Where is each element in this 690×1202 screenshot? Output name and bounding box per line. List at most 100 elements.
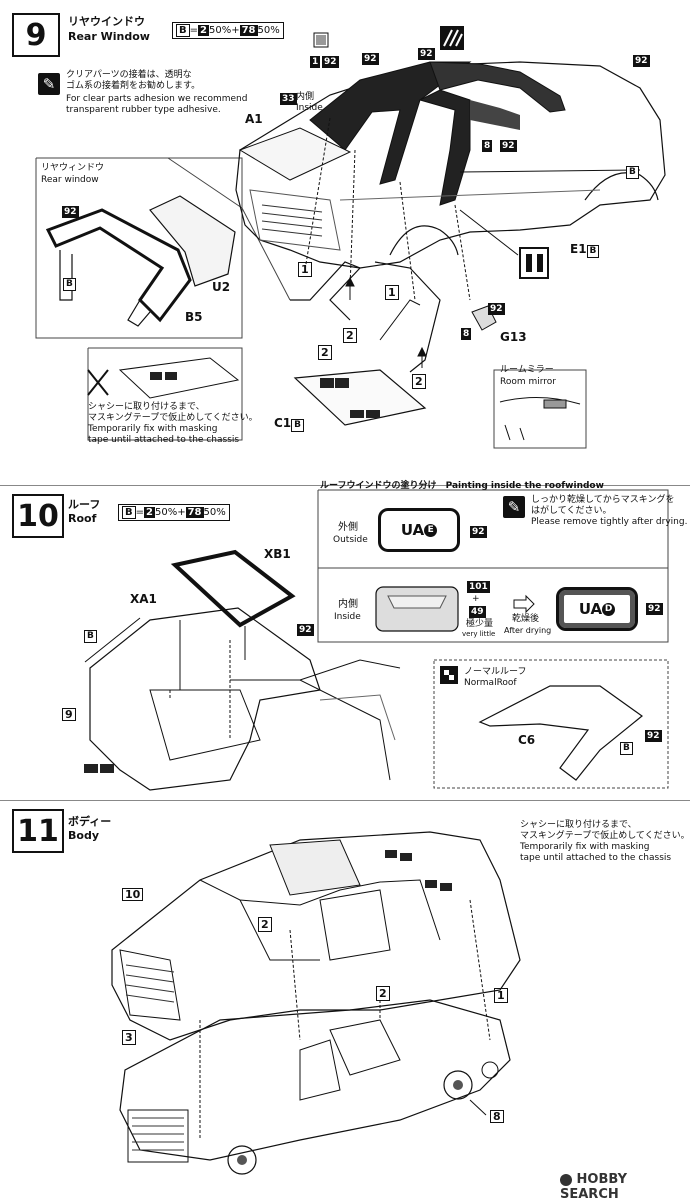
part-c6-label: C6: [518, 733, 536, 747]
watermark-text: HOBBY SEARCH: [560, 1172, 627, 1202]
mask-note-9-jp: シャシーに取り付けるまで、 マスキングテープで仮止めしてください。: [88, 402, 258, 423]
dry-note-en: Please remove tightly after drying.: [531, 517, 688, 527]
very-little-jp: 極少量: [466, 619, 494, 629]
step-ref-1-body: 1: [494, 988, 508, 1003]
hobby-search-icon: [560, 1173, 572, 1186]
outside-jp: 外側: [338, 522, 358, 533]
callout-92-roof10: 92: [297, 624, 314, 636]
part-xb1-label: XB1: [264, 547, 291, 561]
part-e1-text: E1: [570, 242, 587, 256]
dry-note-jp: しっかり乾燥してからマスキングを はがしてください。: [531, 495, 675, 516]
part-b5-label: B5: [185, 310, 203, 324]
painting-roofwindow-title: ルーフウインドウの塗り分け Painting inside the roofwi…: [320, 478, 604, 491]
part-u2-label: U2: [212, 280, 231, 294]
step-9-title-en: Rear Window: [68, 30, 150, 43]
ua-d-mark: D: [602, 603, 616, 616]
ua-d-text: UA: [578, 600, 603, 618]
painting-title-jp: ルーフウインドウの塗り分け: [320, 481, 437, 491]
part-c1-text: C1: [274, 416, 292, 430]
paint-b-mark-10: B: [122, 506, 136, 519]
step-ref-9: 9: [62, 708, 76, 721]
step-ref-2-body: 2: [258, 917, 272, 932]
paint-color-2-10: 2: [144, 507, 155, 518]
hobby-search-watermark: HOBBY SEARCH: [560, 1172, 690, 1202]
room-mirror-jp: ルームミラー: [500, 365, 554, 375]
paint-color-78-10: 78: [185, 507, 204, 518]
painting-title-en: Painting inside the roofwindow: [445, 481, 604, 491]
ua-e-text: UA: [400, 521, 425, 539]
paint-ratio-1: 50%+: [208, 25, 240, 36]
callout-49: 49: [469, 606, 486, 618]
normal-roof-en: NormalRoof: [464, 678, 517, 688]
equals-sign-10: =: [135, 507, 145, 518]
glue-brush-icon: ✎: [38, 73, 60, 95]
part-e1-b: B: [586, 245, 600, 258]
callout-b-roof: B: [84, 630, 97, 643]
step-9-rear-window-drawing: [35, 26, 666, 449]
step-9-number: 9: [12, 13, 60, 57]
inset-rear-window-jp: リヤウィンドウ: [41, 163, 105, 173]
adhesive-note-jp: クリアパーツの接着は、透明な ゴム系の接着剤をお勧めします。: [66, 70, 201, 91]
callout-92-part1: 92: [322, 56, 339, 68]
inside-jp-10: 内側: [338, 599, 358, 610]
inside-en: Inside: [296, 103, 323, 113]
callout-b-body: B: [626, 166, 639, 179]
callout-b-normalroof: B: [620, 742, 633, 755]
after-drying-en: After drying: [504, 626, 552, 635]
step-ref-1b: 1: [385, 285, 399, 300]
room-mirror-en: Room mirror: [500, 377, 557, 387]
part-a1-label: A1: [245, 112, 263, 126]
callout-92-normalroof: 92: [645, 730, 662, 742]
adhesive-note-en: For clear parts adhesion we recommend tr…: [66, 94, 248, 115]
step-11-number: 11: [12, 809, 64, 853]
step-10-number: 10: [12, 494, 64, 538]
mask-note-11-en: Temporarily fix with masking tape until …: [520, 842, 672, 863]
step-ref-8-body: 8: [490, 1110, 504, 1123]
step-10-title-jp: ルーフ: [68, 498, 101, 511]
paint-color-78: 78: [239, 25, 258, 36]
callout-92-inset: 92: [62, 206, 79, 218]
step-ref-3-body: 3: [122, 1030, 136, 1045]
paint-b-mark: B: [176, 24, 190, 37]
outside-en: Outside: [333, 535, 368, 545]
callout-92-mirror: 92: [488, 303, 505, 315]
callout-92-roof: 92: [362, 53, 379, 65]
step-ref-10: 10: [122, 888, 144, 901]
step-11-title-en: Body: [68, 829, 99, 842]
paint-ratio-2: 50%: [257, 25, 280, 36]
step-ref-2-chassis: 2: [376, 986, 390, 1001]
step-ref-2a: 2: [343, 328, 357, 343]
callout-b-inset: B: [63, 278, 76, 291]
mask-note-11-jp: シャシーに取り付けるまで、 マスキングテープで仮止めしてください。: [520, 820, 690, 841]
callout-part-1: 1: [310, 56, 321, 68]
paint-color-2: 2: [198, 25, 209, 36]
divider-9-10: [0, 485, 690, 486]
step-ref-1a: 1: [298, 262, 312, 277]
step-ref-2c: 2: [412, 374, 426, 389]
step-11-title-jp: ボディー: [68, 815, 112, 828]
callout-92-inside: 92: [646, 603, 663, 615]
callout-92-logo: 92: [418, 48, 435, 60]
callout-92-outside: 92: [470, 526, 487, 538]
paint-ratio-2-10: 50%: [203, 507, 226, 518]
brush-icon-dry: ✎: [503, 496, 525, 518]
ua-e-mark: E: [424, 524, 438, 537]
paint-ratio-1-10: 50%+: [154, 507, 186, 518]
step-9-title-jp: リヤウインドウ: [68, 15, 145, 28]
callout-33: 33: [280, 93, 297, 105]
callout-101: 101: [467, 581, 490, 593]
step-ref-2b: 2: [318, 345, 332, 360]
inset-rear-window-en: Rear window: [41, 175, 99, 185]
inside-en-10: Inside: [334, 612, 361, 622]
normal-roof-jp: ノーマルルーフ: [464, 667, 527, 677]
callout-8: 8: [482, 140, 493, 152]
mask-note-9-en: Temporarily fix with masking tape until …: [88, 424, 240, 445]
part-c1-b: B: [291, 419, 305, 432]
